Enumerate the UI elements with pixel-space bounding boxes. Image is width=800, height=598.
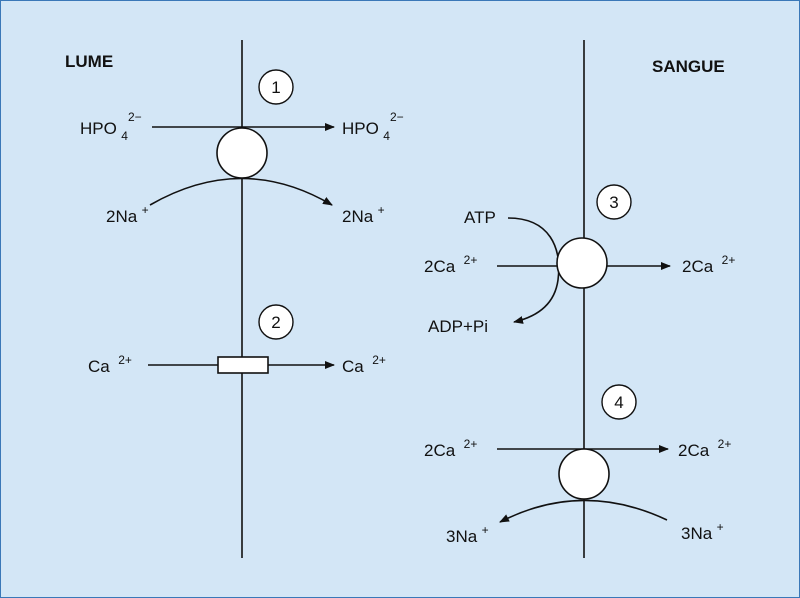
phosphate-out-charge: 2− [390,110,404,124]
sodium-in-label: 2Na + [106,203,149,226]
transporter-1-number: 1 [271,78,280,97]
transporter-3: 3 ATP ADP+Pi 2Ca 2+ 2Ca 2+ [424,184,735,336]
atp-hydrolysis-arrow [507,217,560,324]
transporter-2-number-circle [258,304,294,340]
phosphate-in-charge: 2− [128,110,142,124]
transporter-1-number-circle [258,69,294,105]
calcium-in-label: Ca 2+ [88,353,132,376]
sodium-cotransport-arrow [149,177,333,206]
calcium-out-label: Ca 2+ [342,353,386,376]
phosphate-out-label: HPO 4 [342,119,390,143]
exchanger-sodium-flux-arrow [499,499,668,523]
transporter-2-number: 2 [271,313,280,332]
sangue-header: SANGUE [652,57,725,76]
adp-pi-label: ADP+Pi [428,317,488,336]
transporter-4-number-circle [601,384,637,420]
exchanger-calcium-out-label: 2Ca 2+ [678,437,731,460]
transporter-3-number-circle [596,184,632,220]
lume-header: LUME [65,52,113,71]
calcium-pump-in-label: 2Ca 2+ [424,253,477,276]
transporter-4-number: 4 [614,393,623,412]
transporter-3-number: 3 [609,193,618,212]
calcium-atpase [556,237,608,289]
calcium-channel [217,356,269,374]
sodium-blood-label: 3Na + [681,520,724,543]
calcium-pump-out-label: 2Ca 2+ [682,253,735,276]
transporter-1: 1 HPO 4 2− HPO 4 2− 2Na + 2Na + [80,69,404,226]
transporter-4: 4 2Ca 2+ 2Ca 2+ 3Na + 3Na + [424,384,731,546]
transporter-2: 2 Ca 2+ Ca 2+ [88,304,386,376]
phosphate-in-label: HPO 4 [80,119,128,143]
sodium-out-label: 2Na + [342,203,385,226]
exchanger-calcium-in-label: 2Ca 2+ [424,437,477,460]
sodium-cell-label: 3Na + [446,523,489,546]
phosphate-carrier [216,127,268,179]
sodium-calcium-exchanger [558,448,610,500]
atp-label: ATP [464,208,496,227]
